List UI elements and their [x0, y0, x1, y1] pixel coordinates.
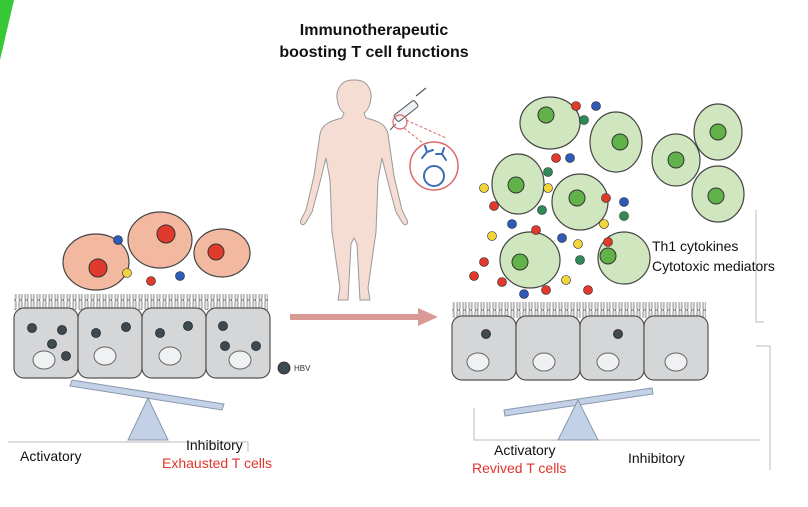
cytokine-dot [175, 271, 185, 281]
revived-nucleus [611, 133, 629, 151]
revived-t-cell [519, 96, 581, 150]
hepatocyte [643, 315, 709, 381]
revived-nucleus [537, 106, 555, 124]
left-inhibitory-label: Inhibitory [186, 437, 243, 453]
exhausted-t-cells [62, 211, 251, 291]
th1-cytokines-label: Th1 cytokines [652, 238, 739, 254]
cytokine-dot [122, 268, 132, 278]
hbv-legend-icon [277, 361, 291, 375]
revived-nucleus [707, 187, 725, 205]
antibody-zoom [392, 114, 459, 191]
hepatocyte [77, 307, 143, 379]
revived-t-cells [491, 96, 745, 289]
revived-nucleus [568, 189, 586, 207]
bracket-lines [8, 210, 771, 470]
revived-nucleus [709, 123, 727, 141]
revived-t-cells-label: Revived T cells [472, 460, 567, 476]
title-line-2: boosting T cell functions [279, 44, 469, 61]
treatment-arrow [290, 308, 438, 326]
left-balance [69, 379, 225, 441]
hbv-particles [27, 321, 261, 361]
revived-nucleus [667, 151, 685, 169]
microvilli [452, 302, 706, 318]
cytotoxic-mediators-label: Cytotoxic mediators [652, 258, 775, 274]
right-balance [503, 387, 654, 441]
left-hepatocyte-layer [13, 294, 271, 379]
hepatocyte [141, 307, 207, 379]
revived-nucleus [507, 176, 525, 194]
cytokine-dots [469, 101, 629, 299]
cytokine-dot [146, 276, 156, 286]
right-activatory-label: Activatory [494, 442, 556, 458]
hepatocyte [451, 315, 517, 381]
microvilli [14, 294, 268, 310]
revived-t-cell [499, 231, 561, 289]
right-hepatocyte-layer [451, 302, 709, 381]
syringe-icon [389, 87, 427, 131]
hbv-particle [613, 329, 623, 339]
left-activatory-label: Activatory [20, 448, 82, 464]
exhausted-nucleus [88, 258, 108, 278]
title-line-1: Immunotherapeutic [299, 22, 449, 39]
exhausted-nucleus [156, 224, 176, 244]
exhausted-t-cells-label: Exhausted T cells [162, 455, 272, 471]
revived-nucleus [599, 247, 617, 265]
hbv-legend-label: HBV [294, 364, 311, 373]
human-figure [300, 79, 408, 301]
right-inhibitory-label: Inhibitory [628, 450, 685, 466]
cytokine-dot [113, 235, 123, 245]
revived-nucleus [511, 253, 529, 271]
hbv-particle [481, 329, 491, 339]
corner-accent [0, 0, 14, 60]
exhausted-nucleus [207, 243, 225, 261]
